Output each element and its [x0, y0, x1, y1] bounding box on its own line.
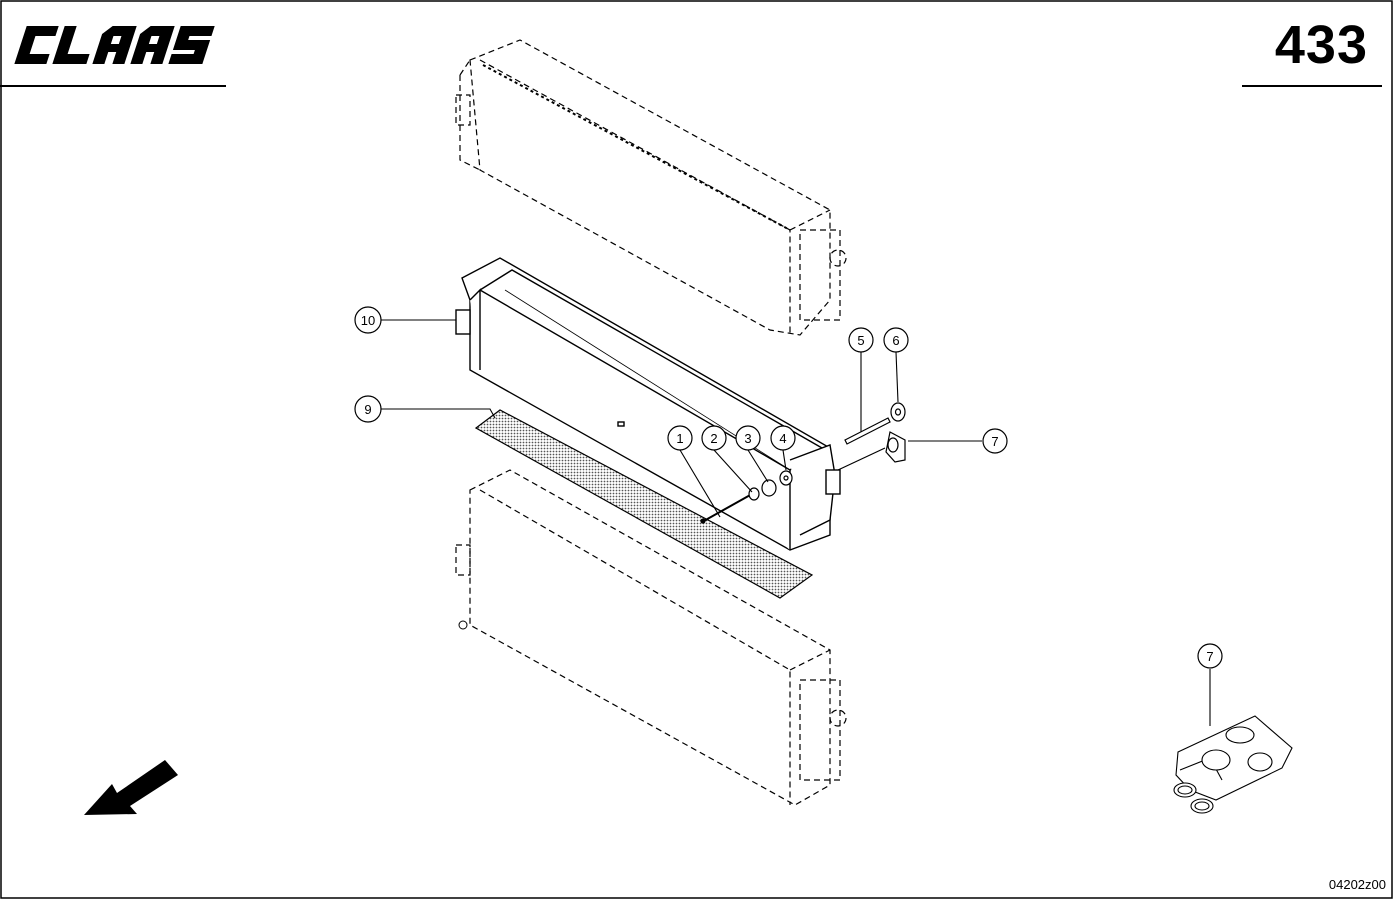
claas-logo — [14, 26, 215, 64]
svg-text:5: 5 — [857, 333, 864, 348]
svg-text:9: 9 — [364, 402, 371, 417]
callout-9[interactable]: 9 — [354, 395, 382, 423]
callout-7[interactable]: 7 — [982, 428, 1008, 454]
svg-text:10: 10 — [361, 313, 375, 328]
rod-and-gasket-parts — [837, 402, 906, 471]
svg-text:1: 1 — [676, 431, 683, 446]
svg-text:7: 7 — [1206, 649, 1213, 664]
drawing-code: 04202z00 — [1328, 877, 1386, 892]
header-rule-left — [0, 85, 226, 87]
callout-7-kit[interactable]: 7 — [1197, 643, 1223, 669]
page-number: 433 — [1274, 15, 1368, 75]
svg-text:7: 7 — [991, 434, 998, 449]
direction-arrow-icon — [84, 760, 178, 815]
svg-text:2: 2 — [710, 431, 717, 446]
part-9-filter-mat — [474, 409, 814, 599]
callout-6[interactable]: 6 — [883, 327, 909, 353]
header-rule-right — [1242, 85, 1382, 87]
leader-lines — [381, 319, 1211, 726]
callout-1[interactable]: 1 — [667, 425, 693, 451]
callout-5[interactable]: 5 — [848, 327, 874, 353]
callout-4[interactable]: 4 — [770, 425, 796, 451]
svg-text:3: 3 — [744, 431, 751, 446]
upper-phantom-radiator — [455, 39, 847, 336]
svg-text:4: 4 — [779, 431, 786, 446]
fitting-icon — [458, 620, 468, 630]
svg-text:6: 6 — [892, 333, 899, 348]
callout-10[interactable]: 10 — [354, 306, 382, 334]
lower-phantom-radiator — [455, 469, 847, 806]
callout-3[interactable]: 3 — [735, 425, 761, 451]
callout-2[interactable]: 2 — [701, 425, 727, 451]
seal-kit-bag-icon — [1173, 715, 1293, 814]
